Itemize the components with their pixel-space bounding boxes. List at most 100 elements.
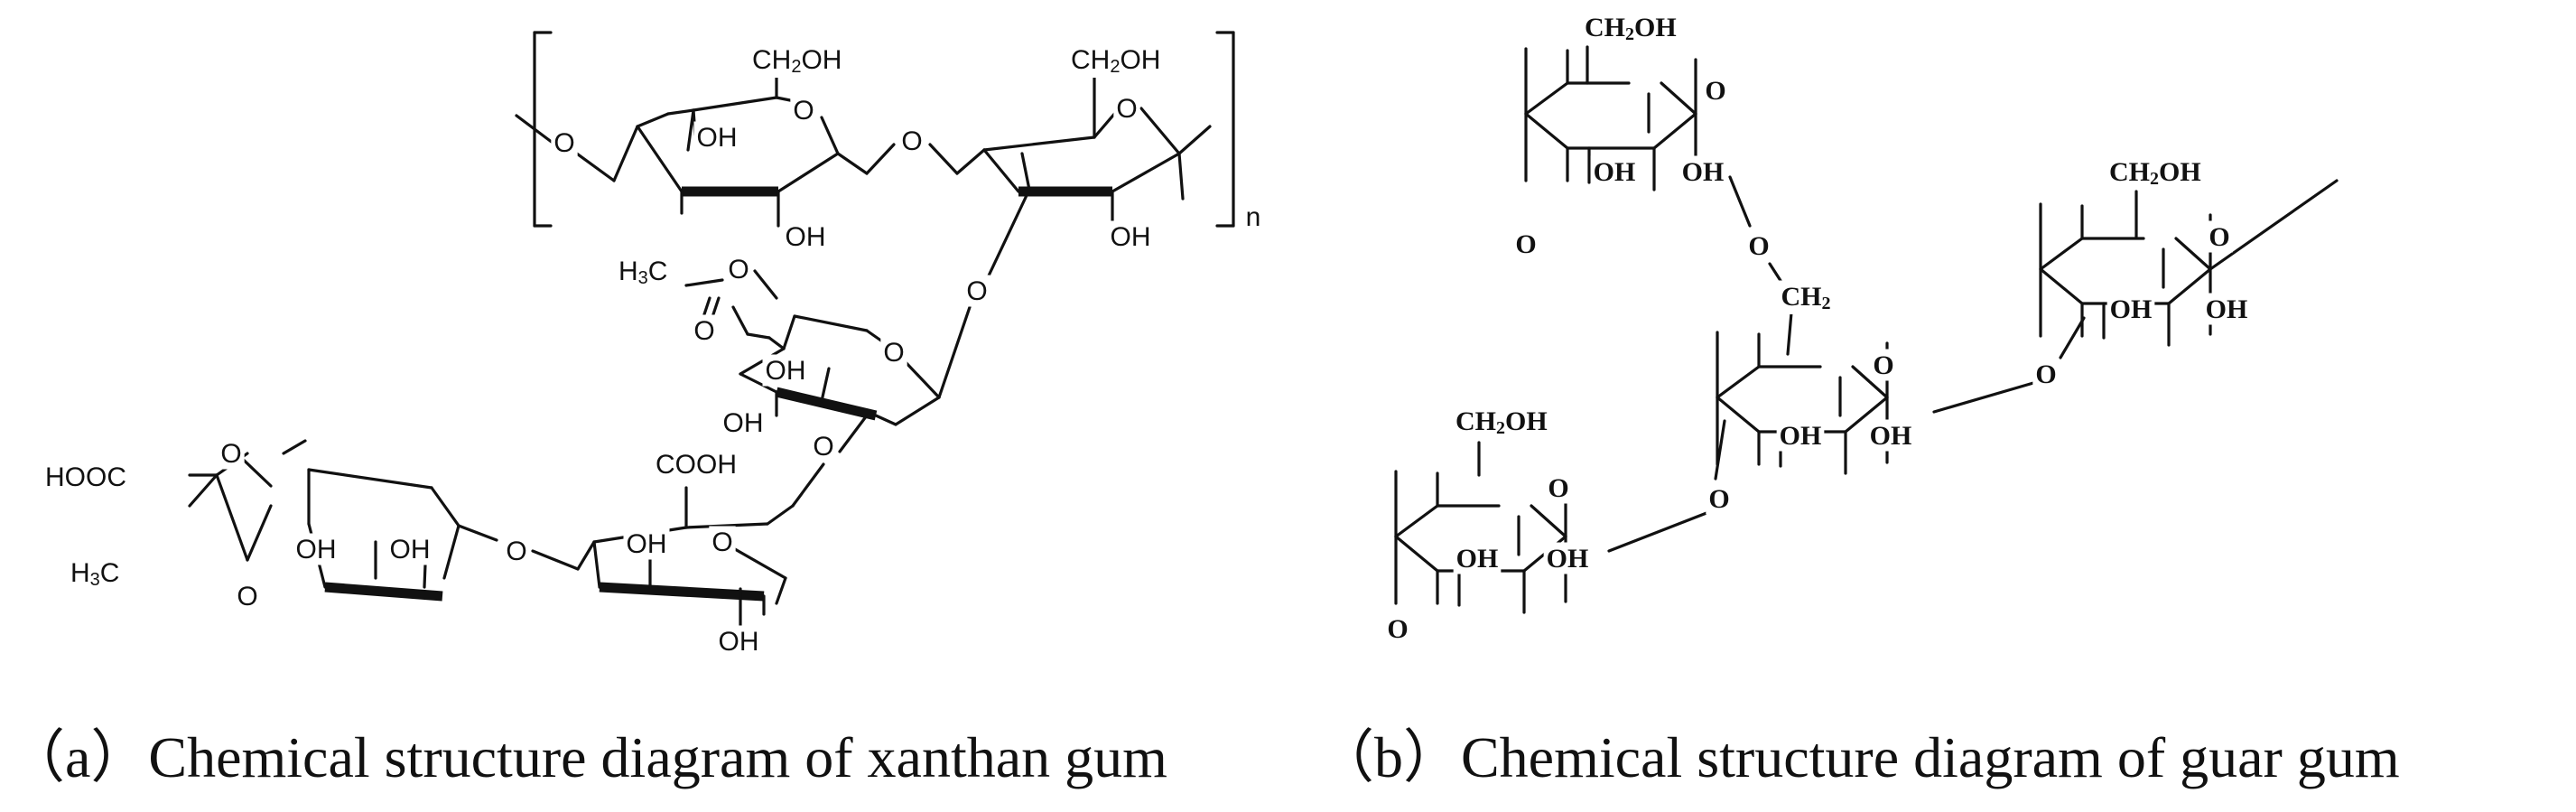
guar-ring2-bond	[1844, 396, 1889, 434]
ringC-bond	[731, 305, 749, 336]
guar-ring1-o-bottom-backdrop	[1512, 228, 1539, 260]
backbone-glycosidic-o: O	[901, 126, 922, 156]
acetal-o-top: O	[220, 439, 241, 469]
guar-link-bond	[1932, 381, 2035, 414]
acetyl-carbonyl-o: O	[693, 316, 714, 346]
ringD-bond	[775, 576, 787, 605]
guar-ring1-oh-b: OH	[1682, 157, 1725, 187]
guar-ring3-bond	[2039, 237, 2084, 271]
ringC-bond	[767, 336, 786, 350]
ringC-bond	[746, 332, 771, 340]
ringD-oh-3: OH	[627, 529, 667, 559]
guar-ring2-oh-a-backdrop	[1776, 419, 1825, 452]
ringA-link-o-backdrop	[551, 126, 578, 159]
repeat-count-n-label: n	[1246, 202, 1261, 232]
ringA-bond	[692, 96, 778, 112]
guar-ring4-o: O	[1548, 473, 1568, 503]
ringD-ring-o: O	[711, 527, 732, 557]
ringA-oh-2: OH	[786, 222, 826, 252]
ringB-ring-o-backdrop	[1113, 92, 1140, 125]
ringB-bond	[1020, 152, 1031, 191]
ringA-ch2oh-backdrop	[749, 43, 845, 78]
guar-link-bond	[1714, 419, 1726, 481]
guar-ring3-bond	[2039, 267, 2084, 305]
guar-ring4-bond	[1394, 504, 1439, 538]
ringE-oh-3: OH	[296, 535, 337, 565]
guar-ring4-o-bottom: O	[1387, 614, 1408, 644]
guar-ring4-bond	[1530, 504, 1567, 538]
guar-ring4-ch2oh: CH2OH	[1455, 406, 1548, 439]
guar-ring1-bond	[1524, 81, 1569, 116]
ringD-oh-3-backdrop	[623, 527, 670, 560]
pyruvate-carboxyl-label-backdrop	[42, 461, 129, 493]
ringA-oh-3: OH	[697, 123, 738, 153]
guar-ring2-link-o-left: O	[1708, 484, 1729, 514]
ringE-front-wedge	[324, 582, 443, 602]
guar-ring3-oh-a-backdrop	[2106, 293, 2155, 325]
ringD-link-o-backdrop	[503, 535, 530, 567]
ringE-bond	[442, 524, 460, 580]
guar-ring2-bond	[1716, 396, 1761, 434]
ringE-oh-2: OH	[390, 535, 431, 565]
guar-ring1-o: O	[1705, 76, 1725, 106]
guar-ring4-o-backdrop	[1545, 471, 1572, 504]
guar-ring4-bond	[1394, 535, 1439, 573]
ringC-link-bond	[791, 462, 825, 508]
acetal-bond	[215, 473, 249, 562]
ringC-bond	[874, 414, 897, 426]
pyruvate-carboxyl-label: HOOC	[45, 462, 126, 492]
ringB-oh-2: OH	[1111, 222, 1151, 252]
caption-xanthan: （a）Chemical structure diagram of xanthan…	[7, 725, 1167, 789]
guar-ring2-link-o: O	[2035, 359, 2056, 389]
guar-ch2-label: CH2	[1781, 282, 1831, 314]
guar-ring2-link-o-left-backdrop	[1706, 482, 1733, 515]
guar-ring3-o-backdrop	[2206, 220, 2233, 253]
ringA-bond	[636, 125, 684, 193]
ringB-bond	[1111, 152, 1181, 193]
guar-ring2-link-o-backdrop	[2032, 358, 2060, 390]
ringB-bond	[955, 148, 986, 175]
guar-ring1-link-o-backdrop	[1745, 229, 1772, 262]
guar-ring3-ch2oh-backdrop	[2106, 155, 2204, 190]
backbone-glycosidic-o-backdrop	[898, 125, 925, 157]
acetyl-bond	[684, 278, 724, 287]
ringA-bond	[612, 125, 639, 182]
guar-link-bond	[2059, 316, 2086, 359]
ringC-bond	[739, 372, 778, 394]
guar-link-bond	[1728, 175, 1752, 228]
guar-ring1-o-backdrop	[1702, 74, 1729, 107]
guar-link-bond	[1607, 511, 1708, 553]
ringA-link-o: O	[553, 128, 574, 158]
repeat-count-n-label-backdrop	[1242, 201, 1264, 233]
ringD-front-wedge	[599, 582, 765, 602]
ringB-bond	[1093, 110, 1118, 139]
ringB-bond	[1139, 107, 1181, 155]
ringB-ch2oh-backdrop	[1068, 43, 1164, 78]
guar-ring4-oh-a: OH	[1456, 544, 1499, 574]
guar-ring2-bond	[1851, 365, 1889, 399]
ringC-link-o-backdrop	[810, 430, 837, 462]
ringC-bond	[894, 396, 941, 426]
acetal-o-bottom-backdrop	[234, 580, 261, 612]
acetyl-double-bond	[711, 296, 721, 316]
guar-ring3-ch2oh: CH2OH	[2109, 157, 2201, 190]
ringB-bond	[982, 135, 1096, 152]
guar-ring1-ch2oh: CH2OH	[1585, 13, 1677, 45]
ringD-link-o: O	[506, 537, 526, 566]
guar-ring1-o-bottom: O	[1515, 229, 1536, 259]
branch-link-o-backdrop	[963, 275, 990, 307]
ringA-ring-o: O	[793, 96, 814, 126]
guar-link-bond	[1786, 311, 1793, 356]
glycosidic-bond	[928, 143, 959, 175]
guar-chain-end-bond	[2209, 179, 2339, 271]
ringD-bond	[684, 522, 769, 529]
ringD-link-bond	[531, 549, 580, 571]
ringB-bond	[982, 148, 1020, 193]
guar-ring2-o: O	[1873, 350, 1893, 380]
ringC-bond	[782, 314, 796, 350]
ringE-bond	[246, 504, 273, 562]
guar-ring3-o: O	[2209, 222, 2229, 252]
ringA-left-edge	[636, 112, 670, 128]
guar-ring2-bond	[1716, 365, 1761, 399]
guar-ring4-oh-b: OH	[1547, 544, 1589, 574]
